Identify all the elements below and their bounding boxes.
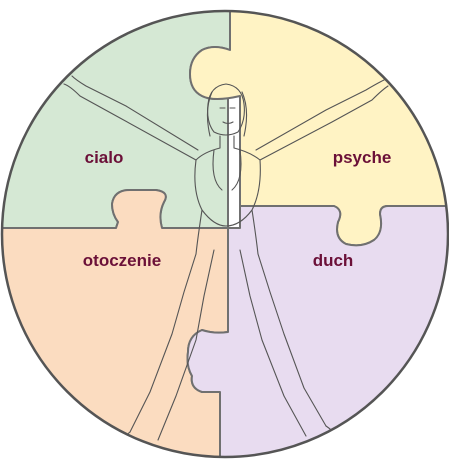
human-figure-drawing <box>63 75 389 447</box>
label-otoczenie: otoczenie <box>83 251 161 270</box>
label-cialo: cialo <box>85 148 124 167</box>
label-psyche: psyche <box>333 148 392 167</box>
circle-outline <box>0 9 449 459</box>
puzzle-piece-otoczenie <box>2 189 229 457</box>
puzzle-piece-cialo <box>2 11 231 229</box>
label-duch: duch <box>313 251 354 270</box>
